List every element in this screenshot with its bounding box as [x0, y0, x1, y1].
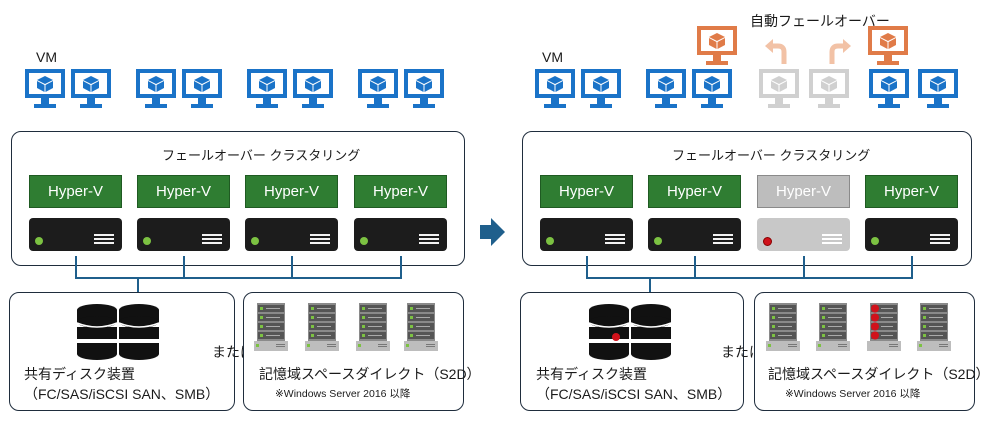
- connector-line: [803, 256, 805, 278]
- monitor-vm-icon: [403, 68, 445, 110]
- rack-server-icon: [404, 303, 438, 355]
- vm-label: VM: [36, 49, 57, 65]
- monitor-vm-icon: [645, 68, 687, 110]
- rack-server-icon: [917, 303, 951, 355]
- failover-arrow-icon: [829, 39, 851, 64]
- monitor-vm-icon: [534, 68, 576, 110]
- monitor-vm-icon: [917, 68, 959, 110]
- vent-lines: [94, 234, 114, 246]
- s2d-note: ※Windows Server 2016 以降: [785, 388, 921, 400]
- database-icon: [587, 303, 631, 361]
- rack-server-icon: [766, 303, 800, 355]
- connector-line: [649, 277, 651, 296]
- hyperv-node: Hyper-V: [865, 175, 958, 208]
- monitor-vm-icon: [696, 25, 738, 67]
- status-led: [35, 237, 43, 245]
- connector-line: [694, 256, 696, 278]
- connector-line: [586, 277, 913, 279]
- status-led-failed: [763, 237, 772, 246]
- connector-line: [586, 256, 588, 278]
- monitor-vm-icon: [357, 68, 399, 110]
- vent-lines: [605, 234, 625, 246]
- vent-lines: [930, 234, 950, 246]
- monitor-vm-icon: [135, 68, 177, 110]
- rack-server-icon: [356, 303, 390, 355]
- monitor-vm-icon: [808, 68, 850, 110]
- hyperv-node-failed: Hyper-V: [757, 175, 850, 208]
- hyperv-node: Hyper-V: [137, 175, 230, 208]
- hyperv-node: Hyper-V: [540, 175, 633, 208]
- rack-server-icon: [254, 303, 288, 355]
- server-unit: [354, 218, 447, 251]
- monitor-vm-icon: [24, 68, 66, 110]
- vent-lines: [822, 234, 842, 246]
- monitor-vm-icon: [292, 68, 334, 110]
- transition-arrow-icon: [480, 218, 505, 246]
- database-icon: [117, 303, 161, 361]
- monitor-vm-icon: [580, 68, 622, 110]
- monitor-vm-icon: [758, 68, 800, 110]
- connector-line: [183, 256, 185, 278]
- rack-server-icon: [305, 303, 339, 355]
- monitor-vm-icon: [867, 25, 909, 67]
- hyperv-node: Hyper-V: [648, 175, 741, 208]
- rack-server-icon-failed: [867, 303, 901, 355]
- server-unit: [29, 218, 122, 251]
- connector-line: [75, 277, 402, 279]
- server-unit: [137, 218, 230, 251]
- s2d-label: 記憶域スペースダイレクト（S2D）: [768, 366, 984, 382]
- monitor-vm-icon: [691, 68, 733, 110]
- status-led: [360, 237, 368, 245]
- shared-storage-label: 共有ディスク装置: [536, 366, 648, 382]
- server-unit: [245, 218, 338, 251]
- failed-indicator-icon: [612, 333, 620, 341]
- vent-lines: [419, 234, 439, 246]
- cluster-title: フェールオーバー クラスタリング: [162, 148, 361, 163]
- s2d-note: ※Windows Server 2016 以降: [275, 388, 411, 400]
- failover-arrow-icon: [765, 39, 787, 64]
- shared-storage-protocols: （FC/SAS/iSCSI SAN、SMB）: [536, 386, 732, 402]
- failover-label: 自動フェールオーバー: [750, 13, 890, 29]
- status-led: [871, 237, 879, 245]
- vent-lines: [202, 234, 222, 246]
- server-unit-failed: [757, 218, 850, 251]
- hyperv-node: Hyper-V: [354, 175, 447, 208]
- database-icon: [629, 303, 673, 361]
- s2d-label: 記憶域スペースダイレクト（S2D）: [259, 366, 481, 382]
- monitor-vm-icon: [181, 68, 223, 110]
- cluster-title: フェールオーバー クラスタリング: [672, 148, 871, 163]
- server-unit: [540, 218, 633, 251]
- status-led: [251, 237, 259, 245]
- hyperv-node: Hyper-V: [245, 175, 338, 208]
- connector-line: [75, 256, 77, 278]
- connector-line: [911, 256, 913, 278]
- server-unit: [648, 218, 741, 251]
- shared-storage-protocols: （FC/SAS/iSCSI SAN、SMB）: [24, 386, 220, 402]
- rack-server-icon: [816, 303, 850, 355]
- monitor-vm-icon: [70, 68, 112, 110]
- connector-line: [137, 277, 139, 296]
- status-led: [654, 237, 662, 245]
- database-icon: [75, 303, 119, 361]
- vm-label: VM: [542, 49, 563, 65]
- monitor-vm-icon: [868, 68, 910, 110]
- monitor-vm-icon: [246, 68, 288, 110]
- status-led: [143, 237, 151, 245]
- status-led: [546, 237, 554, 245]
- connector-line: [400, 256, 402, 278]
- hyperv-node: Hyper-V: [29, 175, 122, 208]
- or-label: または: [721, 344, 763, 360]
- shared-storage-label: 共有ディスク装置: [24, 366, 136, 382]
- server-unit: [865, 218, 958, 251]
- vent-lines: [310, 234, 330, 246]
- vent-lines: [713, 234, 733, 246]
- connector-line: [291, 256, 293, 278]
